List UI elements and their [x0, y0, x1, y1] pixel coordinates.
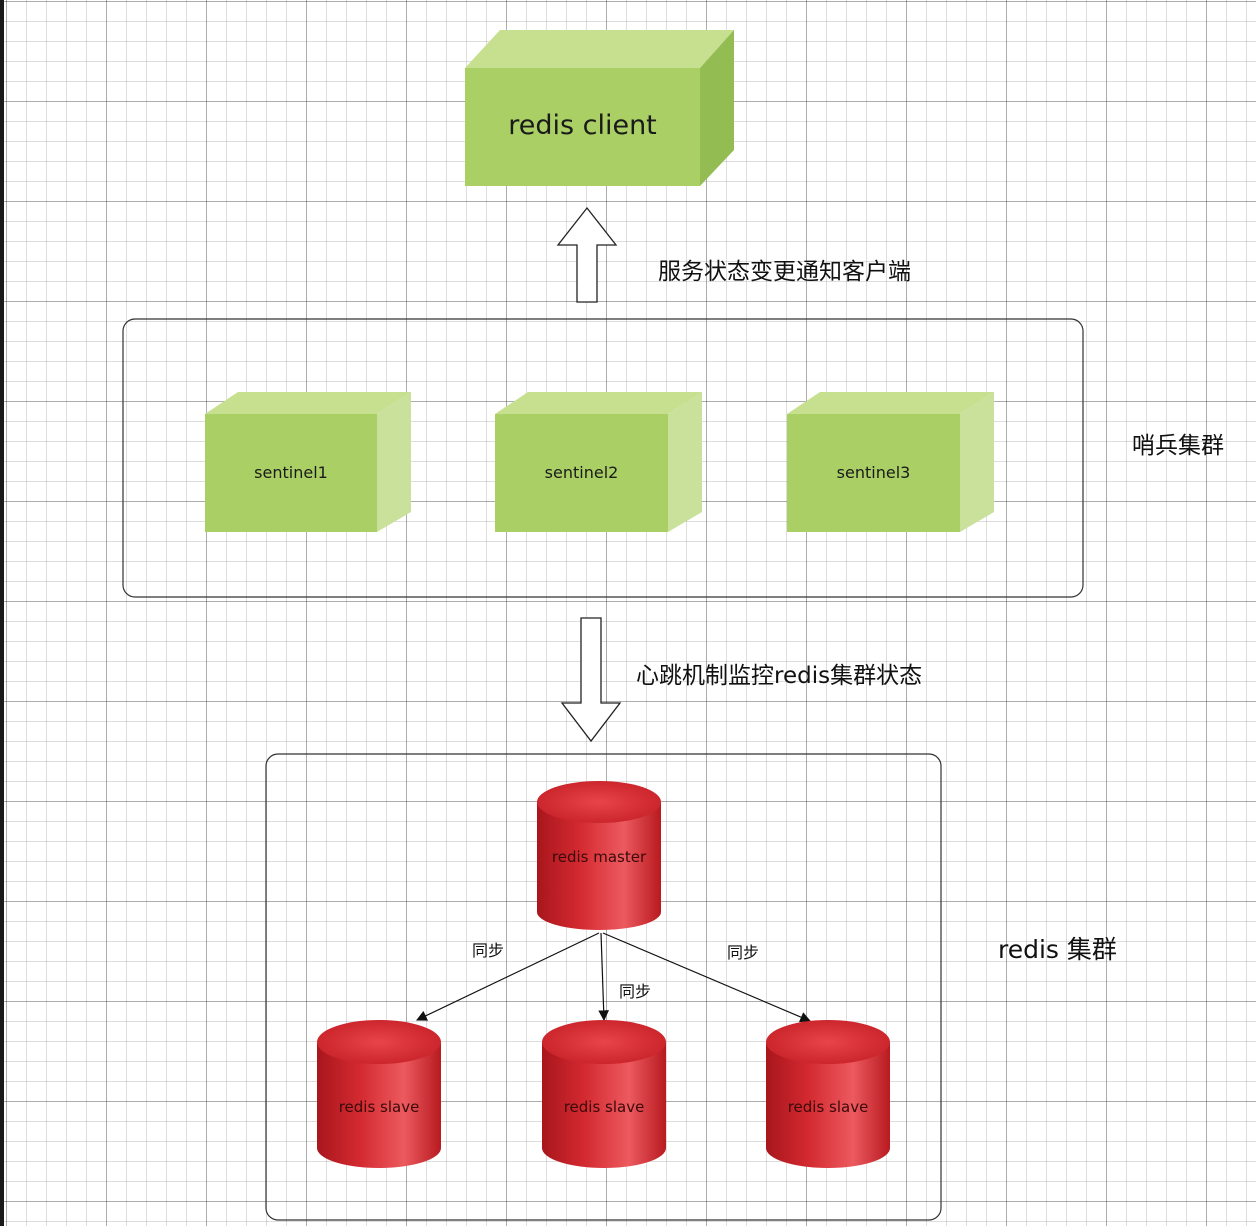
sentinel-group-container: [122, 318, 1084, 598]
redis-slave-cylinder-2: [542, 1020, 666, 1168]
sentinel2-box: [495, 392, 702, 532]
sentinel-group-label: 哨兵集群: [1132, 433, 1224, 459]
redis-master-cylinder: [537, 781, 661, 930]
sync-label-left: 同步: [472, 941, 505, 960]
window-left-edge: [0, 0, 4, 1226]
redis-slave-cylinder-3: [766, 1020, 890, 1168]
sync-label-right: 同步: [727, 943, 760, 962]
notify-label: 服务状态变更通知客户端: [658, 259, 911, 285]
redis-client-label: redis client: [508, 110, 657, 141]
heartbeat-down-arrow: [560, 617, 622, 743]
sync-arrow-left: [416, 932, 600, 1021]
sentinel3-label: sentinel3: [836, 463, 911, 482]
sentinel1-label: sentinel1: [254, 463, 328, 482]
sync-arrow-right: [602, 932, 811, 1023]
redis-client-box: [465, 30, 734, 186]
sentinel2-label: sentinel2: [544, 463, 619, 482]
redis-slave-label-3: redis slave: [787, 1098, 869, 1116]
notify-up-arrow: [556, 206, 618, 303]
redis-master-label: redis master: [551, 848, 647, 866]
sentinel1-box: [205, 392, 411, 532]
redis-slave-label-2: redis slave: [563, 1098, 645, 1116]
sync-label-middle: 同步: [619, 982, 652, 1001]
heartbeat-label: 心跳机制监控redis集群状态: [636, 663, 923, 689]
sentinel3-box: [787, 392, 994, 532]
sync-arrow-middle: [598, 932, 610, 1022]
redis-slave-label-1: redis slave: [338, 1098, 420, 1116]
redis-cluster-container: [265, 753, 942, 1221]
redis-cluster-label: redis 集群: [998, 935, 1117, 964]
redis-slave-cylinder-1: [317, 1020, 441, 1168]
